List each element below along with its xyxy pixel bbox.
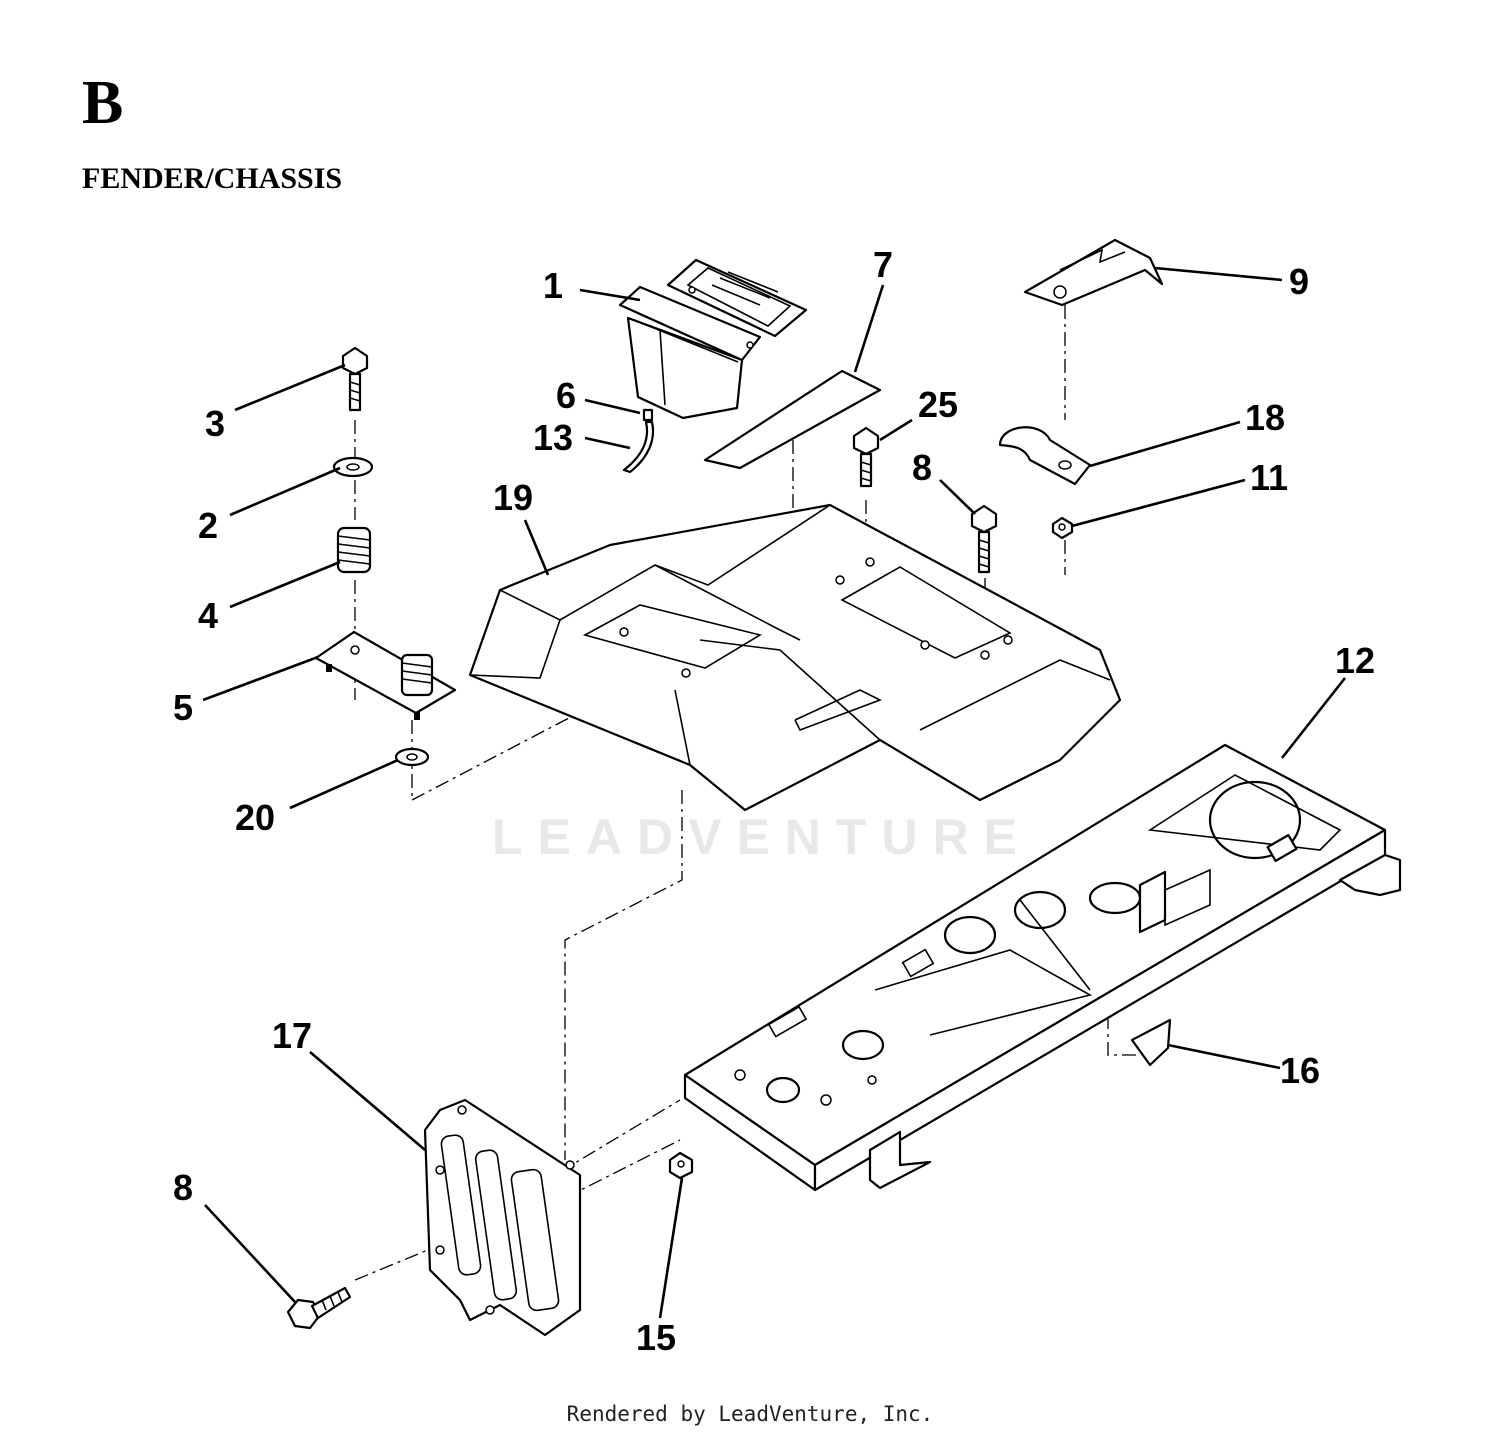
callout-20: 20 bbox=[235, 797, 275, 838]
part-6-fitting bbox=[642, 408, 654, 422]
part-13-vent-hose bbox=[622, 420, 655, 474]
callout-4: 4 bbox=[198, 595, 218, 636]
callout-13: 13 bbox=[533, 417, 573, 458]
callout-labels: 1 7 9 6 25 18 3 13 8 11 2 19 4 12 5 20 1… bbox=[173, 244, 1375, 1358]
part-12-chassis-frame bbox=[683, 743, 1402, 1192]
part-16-wedge bbox=[1130, 1018, 1172, 1067]
callout-12: 12 bbox=[1335, 640, 1375, 681]
part-2-washer bbox=[332, 456, 374, 478]
part-25-bolt bbox=[852, 426, 880, 488]
part-3-bolt bbox=[341, 346, 369, 412]
footer-credit: Rendered by LeadVenture, Inc. bbox=[566, 1402, 934, 1426]
part-15-nut bbox=[668, 1151, 694, 1180]
callout-9: 9 bbox=[1289, 261, 1309, 302]
section-title: FENDER/CHASSIS bbox=[82, 162, 343, 195]
part-4-spring bbox=[336, 526, 372, 574]
leader-lines bbox=[202, 266, 1347, 1319]
section-letter: B bbox=[82, 69, 124, 137]
part-9-bracket bbox=[1023, 238, 1164, 307]
callout-25: 25 bbox=[918, 384, 958, 425]
callout-7: 7 bbox=[873, 244, 893, 285]
callout-16: 16 bbox=[1280, 1050, 1320, 1091]
callout-8-upper: 8 bbox=[912, 447, 932, 488]
part-17-front-plate bbox=[423, 1098, 582, 1337]
part-8-bolt-upper bbox=[970, 504, 998, 574]
part-1-battery-box bbox=[618, 258, 808, 420]
callout-3: 3 bbox=[205, 403, 225, 444]
callout-6: 6 bbox=[556, 375, 576, 416]
callout-19: 19 bbox=[493, 477, 533, 518]
callout-5: 5 bbox=[173, 687, 193, 728]
part-18-clamp bbox=[998, 426, 1092, 486]
part-11-nut bbox=[1051, 516, 1074, 540]
callout-1: 1 bbox=[543, 265, 563, 306]
callout-2: 2 bbox=[198, 505, 218, 546]
callout-15: 15 bbox=[636, 1317, 676, 1358]
part-7-pad bbox=[703, 369, 882, 470]
part-8-bolt-lower bbox=[286, 1286, 352, 1330]
watermark: LEADVENTURE bbox=[492, 809, 1033, 865]
callout-11: 11 bbox=[1250, 457, 1288, 498]
part-20-washer bbox=[394, 747, 430, 767]
part-19-fender bbox=[468, 503, 1122, 812]
callout-17: 17 bbox=[272, 1015, 312, 1056]
callout-8-lower: 8 bbox=[173, 1167, 193, 1208]
part-5-plate bbox=[314, 630, 457, 720]
callout-18: 18 bbox=[1245, 397, 1285, 438]
